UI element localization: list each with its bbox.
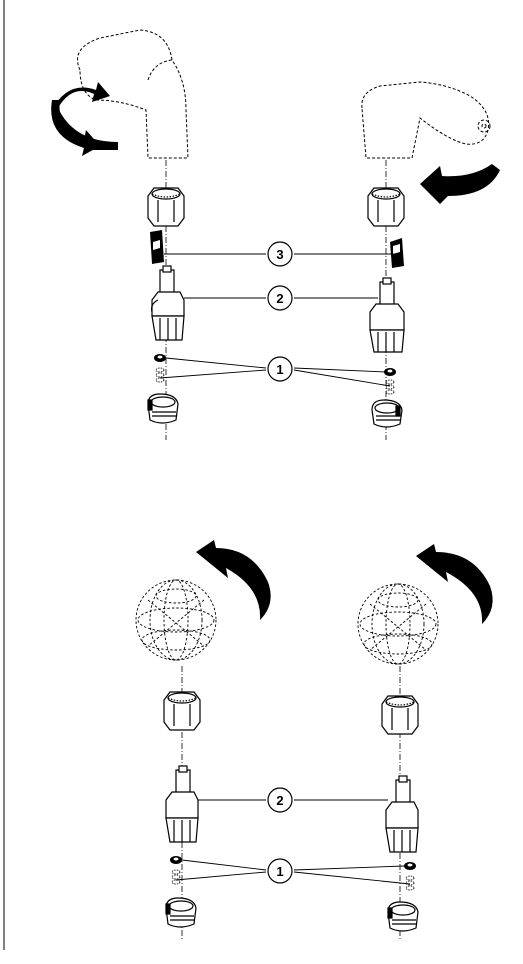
hex-nut-icon — [367, 187, 405, 227]
callout-3: 3 — [267, 241, 293, 267]
clip-icon — [390, 238, 404, 268]
washer-icon — [384, 368, 396, 376]
leader-lines — [159, 253, 396, 387]
callout-2: 2 — [267, 787, 293, 813]
hex-nut-icon — [381, 695, 419, 735]
cartridge-icon — [151, 265, 185, 341]
svg-text:1: 1 — [276, 864, 283, 879]
lever-handle-icon — [361, 81, 491, 159]
top-assembly: 3 2 1 — [51, 29, 500, 440]
washer-icon — [154, 354, 166, 362]
callout-1: 1 — [267, 356, 293, 382]
cartridge-icon — [165, 765, 199, 843]
rotate-arrow-icon — [416, 544, 493, 624]
svg-text:2: 2 — [276, 291, 283, 306]
spring-icon — [155, 367, 165, 383]
svg-text:2: 2 — [276, 793, 283, 808]
callout-2: 2 — [267, 285, 293, 311]
washer-icon — [170, 856, 182, 864]
cartridge-icon — [369, 277, 405, 353]
svg-text:3: 3 — [276, 247, 283, 262]
cartridge-icon — [385, 775, 419, 853]
leader-lines — [175, 799, 411, 885]
rotate-arrow-icon — [420, 164, 500, 204]
spring-icon — [405, 875, 415, 891]
rotate-arrow-icon — [196, 540, 271, 620]
knob-handle-icon — [357, 583, 439, 665]
clip-icon — [150, 230, 164, 264]
bottom-assembly: 2 1 — [135, 540, 493, 940]
knob-handle-icon — [135, 579, 217, 661]
washer-icon — [404, 862, 416, 870]
callout-1: 1 — [267, 858, 293, 884]
spring-icon — [171, 869, 181, 885]
seat-icon — [165, 897, 197, 928]
seat-icon — [147, 393, 179, 424]
hex-nut-icon — [147, 187, 185, 227]
spring-icon — [385, 379, 395, 395]
hex-nut-icon — [163, 691, 201, 731]
seat-icon — [387, 901, 419, 932]
rotate-arrow-icon — [51, 82, 118, 156]
svg-text:1: 1 — [276, 362, 283, 377]
seat-icon — [371, 399, 403, 428]
